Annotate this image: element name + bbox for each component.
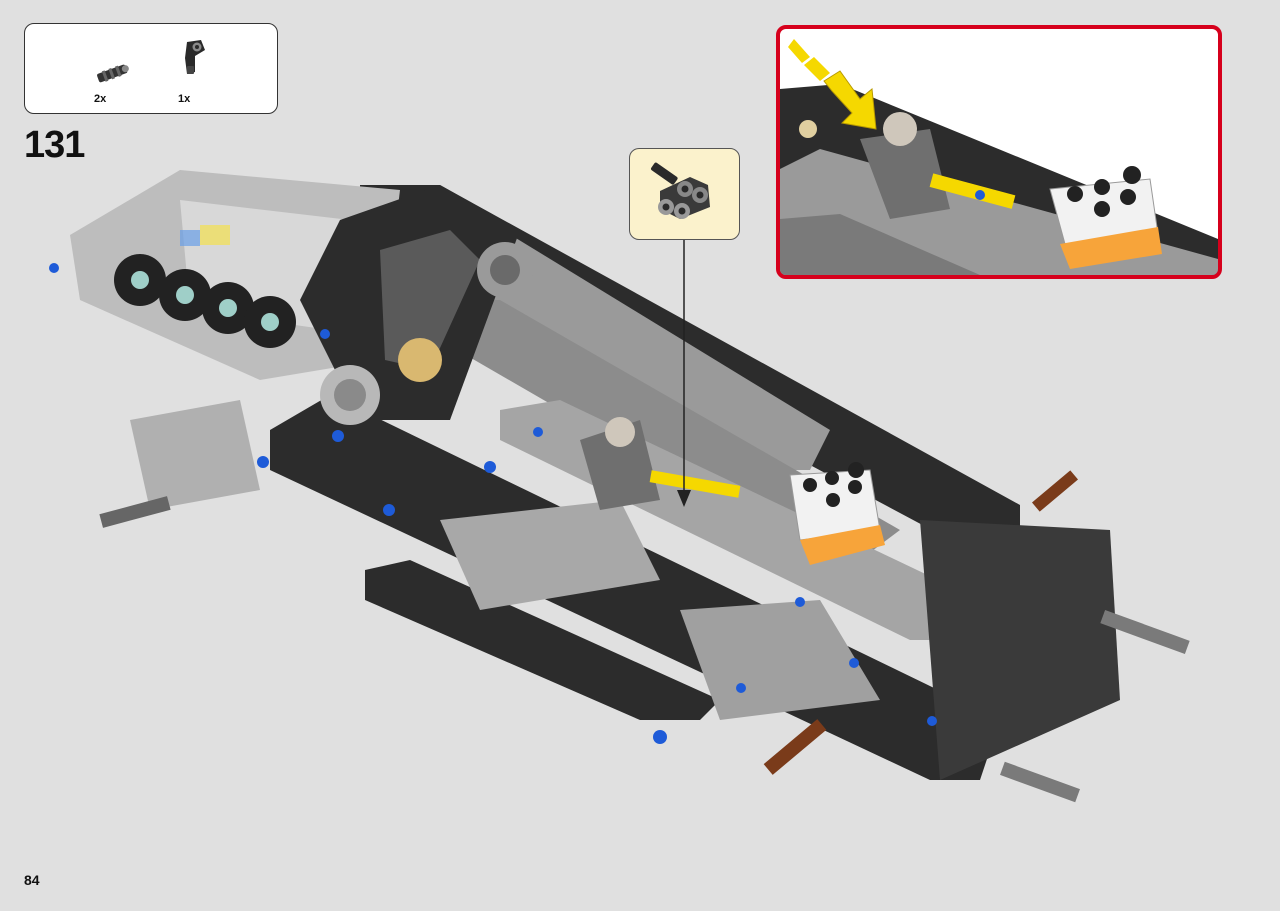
detail-view-illustration: [780, 39, 1218, 275]
part-quantity: 2x: [94, 93, 107, 105]
new-module: [580, 417, 885, 565]
axle-connector-icon: [93, 62, 131, 84]
step-number: 131: [24, 124, 85, 166]
front-axle-assembly: [99, 400, 1190, 803]
blue-pins: [49, 263, 937, 744]
angle-connector-icon: [175, 38, 209, 78]
detail-view-frame: [776, 25, 1222, 279]
motion-arrow-icon: [823, 70, 877, 130]
roll-frame: [300, 185, 533, 425]
subassembly-icon: [651, 162, 710, 219]
subassembly-callout: [629, 148, 740, 240]
page-number: 84: [24, 872, 40, 888]
callout-arrowhead: [677, 490, 691, 507]
part-quantity: 1x: [178, 93, 191, 105]
parts-list-box: 2x 1x: [24, 23, 278, 114]
motion-arrow-dash: [788, 39, 810, 63]
motion-arrow-dash: [804, 57, 830, 81]
